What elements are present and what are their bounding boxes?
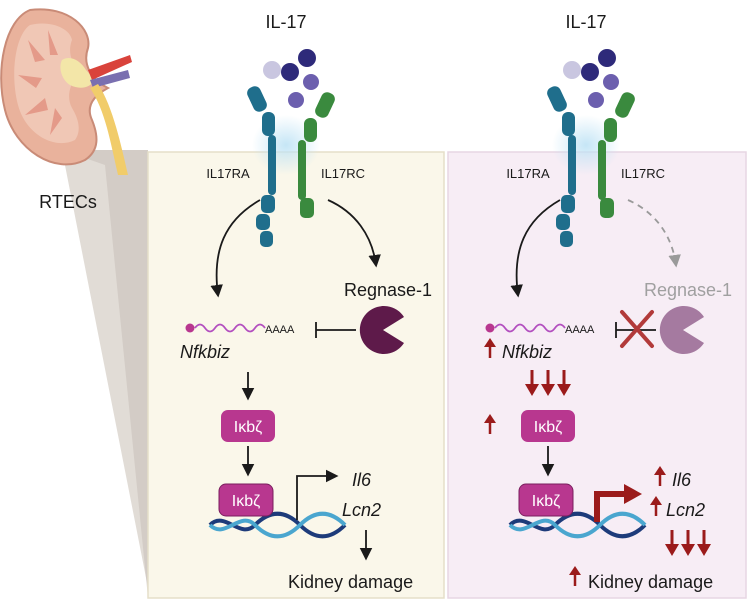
left-receptor-c-label: IL17RC xyxy=(321,166,365,181)
right-target-gene-2: Lcn2 xyxy=(666,500,705,520)
right-protein-bound-box xyxy=(518,483,574,517)
right-mrna-gene: Nfkbiz xyxy=(502,342,552,362)
right-panel xyxy=(447,151,747,599)
triple-down-arrows-2 xyxy=(665,530,711,556)
right-mrna-tail: AAAA xyxy=(565,324,595,336)
right-regnase-label: Regnase-1 xyxy=(644,280,732,300)
left-target-gene-1: Il6 xyxy=(352,470,372,490)
ligand-label-left: IL-17 xyxy=(265,12,306,32)
right-protein-bound-label: Iκbζ xyxy=(532,493,560,510)
right-receptor-c-label: IL17RC xyxy=(621,166,665,181)
right-receptor-complex xyxy=(547,49,635,247)
left-mrna-tail: AAAA xyxy=(265,324,295,336)
left-arrow-to-regnase xyxy=(327,199,381,268)
ligand-label-right: IL-17 xyxy=(565,12,606,32)
kidney-icon xyxy=(0,8,132,175)
right-promoter-arrow-icon xyxy=(594,484,642,522)
left-promoter-arrow-icon xyxy=(296,469,339,520)
left-protein-label: Iκbζ xyxy=(234,419,262,436)
left-receptor-complex xyxy=(247,49,335,247)
right-protein-label: Iκbζ xyxy=(534,419,562,436)
left-mrna-gene: Nfkbiz xyxy=(180,342,230,362)
triple-down-arrows-1 xyxy=(525,370,571,396)
left-inhibition-bar xyxy=(315,322,356,338)
left-protein-bound-label: Iκbζ xyxy=(232,493,260,510)
left-arrow-to-mrna xyxy=(210,199,261,298)
right-mrna-icon xyxy=(485,323,566,333)
right-pacman-icon xyxy=(659,306,704,355)
right-outcome: Kidney damage xyxy=(588,572,713,592)
right-target-gene-1: Il6 xyxy=(672,470,692,490)
left-protein-bound-box xyxy=(218,483,274,517)
left-protein-box xyxy=(221,410,275,442)
left-pacman-icon xyxy=(359,306,404,355)
right-receptor-a-label: IL17RA xyxy=(506,166,550,181)
right-dna-icon xyxy=(508,511,647,539)
left-target-gene-2: Lcn2 xyxy=(342,500,381,520)
tissue-label: RTECs xyxy=(39,192,97,212)
left-dna-icon xyxy=(208,511,347,539)
left-outcome: Kidney damage xyxy=(288,572,413,592)
left-receptor-a-label: IL17RA xyxy=(206,166,250,181)
left-mrna-icon xyxy=(185,323,266,333)
up-arrow-icons xyxy=(484,338,666,586)
left-regnase-label: Regnase-1 xyxy=(344,280,432,300)
inhibition-cross-icon xyxy=(620,310,654,348)
right-protein-box xyxy=(521,410,575,442)
right-arrow-to-mrna xyxy=(510,199,561,298)
